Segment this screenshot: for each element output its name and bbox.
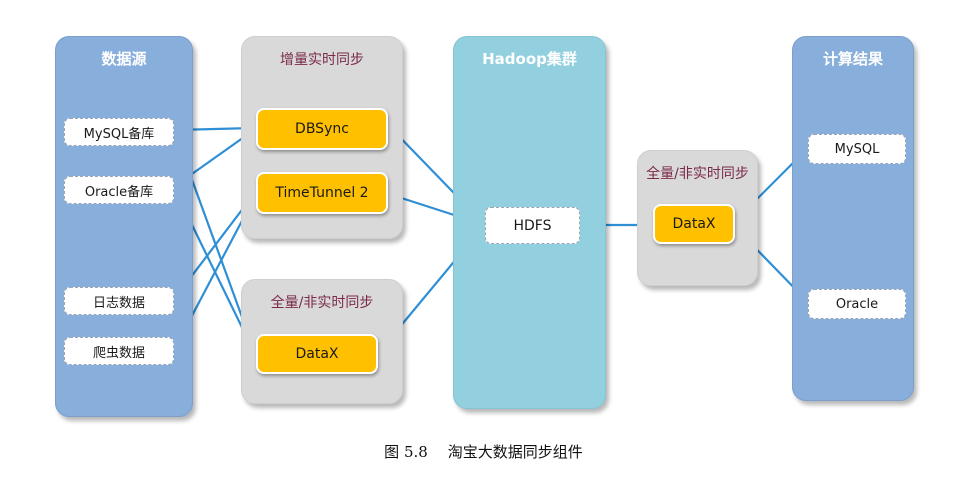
source-oracle-node: Oracle备库 [64, 176, 174, 204]
figure-title: 淘宝大数据同步组件 [447, 443, 583, 461]
results-panel: 计算结果 [792, 36, 914, 401]
hdfs-node: HDFS [485, 207, 580, 244]
result-oracle-node: Oracle [808, 289, 906, 319]
figure-number: 图 5.8 [384, 443, 428, 461]
dbsync-node: DBSync [256, 108, 388, 150]
batch-sync-title-right: 全量/非实时同步 [646, 166, 749, 182]
realtime-sync-title: 增量实时同步 [280, 52, 364, 68]
batch-sync-title-left: 全量/非实时同步 [270, 295, 374, 311]
results-panel-title: 计算结果 [822, 50, 883, 68]
sources-panel-title: 数据源 [101, 50, 147, 68]
source-log-node: 日志数据 [64, 287, 174, 315]
source-crawler-node: 爬虫数据 [64, 337, 174, 365]
result-mysql-node: MySQL [808, 134, 906, 164]
datax-node-right: DataX [653, 204, 735, 244]
source-mysql-node: MySQL备库 [64, 118, 174, 146]
timetunnel-node: TimeTunnel 2 [256, 172, 388, 214]
datax-node-left: DataX [256, 334, 378, 374]
figure-caption: 图 5.8 淘宝大数据同步组件 [0, 441, 967, 462]
hadoop-cluster-title: Hadoop集群 [482, 50, 577, 68]
